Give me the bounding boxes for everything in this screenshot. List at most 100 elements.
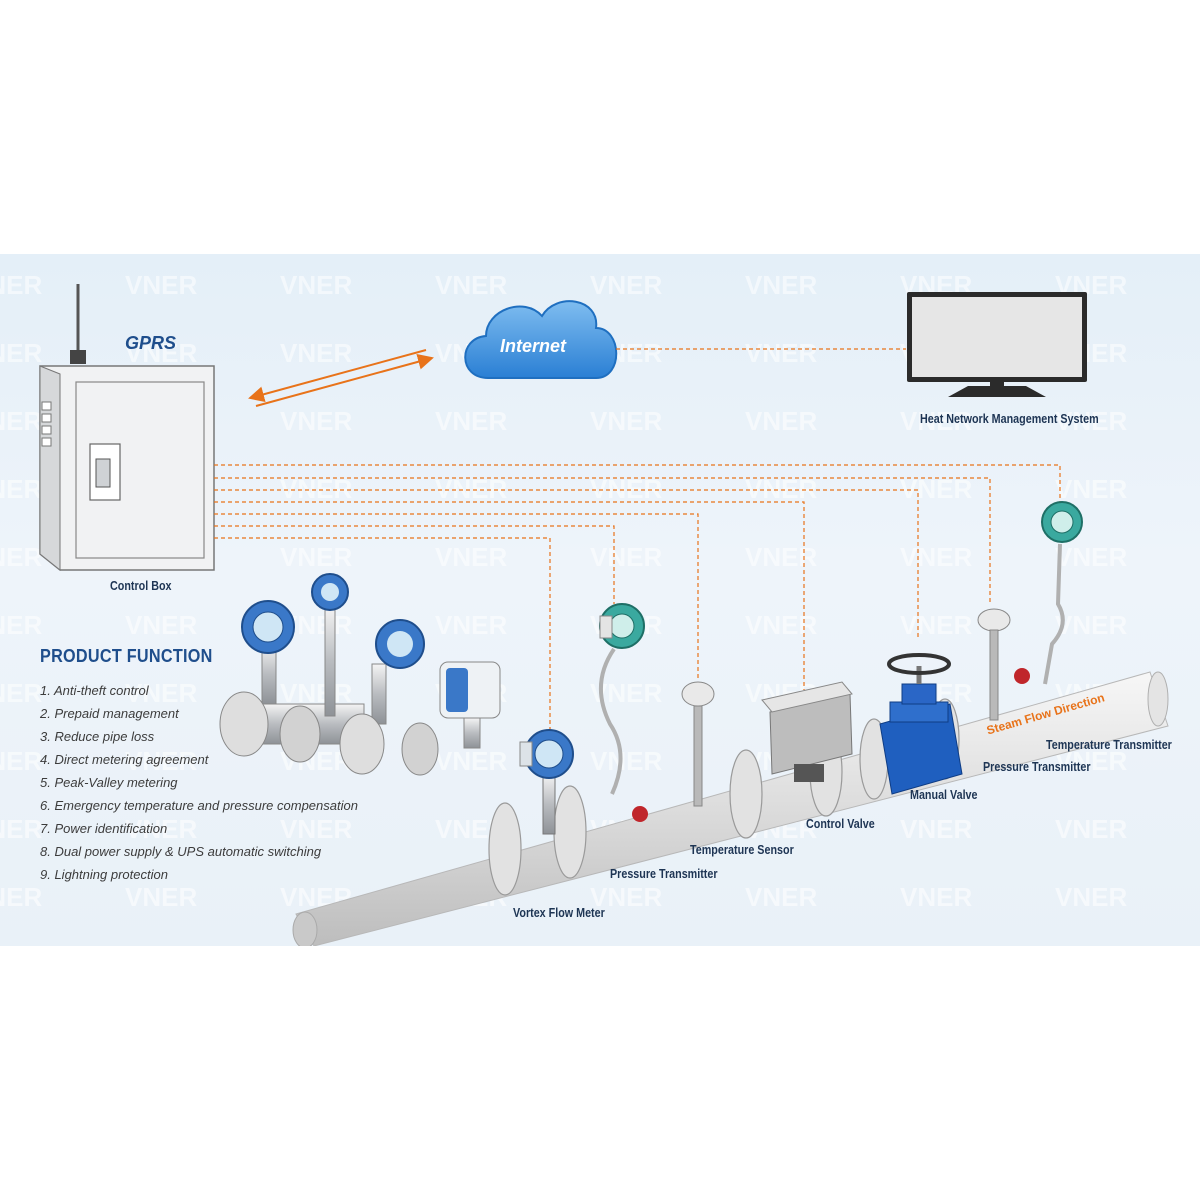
watermark-text: VNER — [900, 474, 972, 504]
manual-valve-label: Manual Valve — [910, 788, 978, 802]
watermark-text: VNER — [435, 270, 507, 300]
watermark-text: VNER — [0, 814, 42, 844]
monitor-icon — [907, 292, 1087, 397]
system-diagram: VNER VNER VNER VNER VNER VNER VNER VNER VNER VNER… — [0, 270, 1169, 946]
watermark-text: VNER — [1055, 474, 1127, 504]
watermark-text: VNER — [590, 882, 662, 912]
vortex-flow-meter-label: Vortex Flow Meter — [513, 906, 605, 920]
watermark-text: VNER — [0, 542, 42, 572]
watermark-text: VNER — [590, 270, 662, 300]
temperature-sensor-label: Temperature Sensor — [690, 843, 794, 857]
antenna-base — [70, 350, 86, 364]
control-box-label: Control Box — [110, 579, 172, 593]
list-item: 1. Anti-theft control — [40, 683, 149, 698]
heat-network-label: Heat Network Management System — [920, 412, 1099, 426]
internet-cloud — [464, 300, 618, 379]
watermark-text: VNER — [0, 270, 42, 300]
watermark-text: VNER — [1055, 542, 1127, 572]
watermark-text: VNER — [1055, 406, 1127, 436]
watermark-text: VNER — [0, 678, 42, 708]
watermark-text: VNER — [0, 338, 42, 368]
list-item: 3. Reduce pipe loss — [40, 729, 155, 744]
product-function-title: PRODUCT FUNCTION — [40, 646, 213, 666]
watermark-text: VNER — [125, 882, 197, 912]
pressure-transmitter-2-label: Pressure Transmitter — [983, 760, 1091, 774]
watermark-text: VNER — [900, 814, 972, 844]
temperature-transmitter — [1014, 501, 1083, 685]
watermark-text: VNER — [0, 406, 42, 436]
watermark-text: VNER — [125, 814, 197, 844]
vortex-flow-meter-on-pipe — [519, 729, 574, 835]
red-valve-handle-icon — [1014, 668, 1030, 684]
system-diagram-panel: VNER VNER VNER VNER VNER VNER VNER VNER VNER VNER… — [0, 254, 1200, 946]
watermark-text: VNER — [280, 814, 352, 844]
watermark-text: VNER — [745, 338, 817, 368]
red-valve-handle-icon — [632, 806, 648, 822]
watermark-layer: VNER VNER VNER VNER VNER VNER VNER VNER VNER VNER… — [0, 270, 1127, 912]
watermark-text: VNER — [125, 338, 197, 368]
watermark-text: VNER — [280, 474, 352, 504]
handwheel-icon — [887, 653, 951, 675]
pressure-transmitter-1-label: Pressure Transmitter — [610, 867, 718, 881]
product-function-list: 1. Anti-theft control 2. Prepaid managem… — [40, 679, 358, 886]
signal-lines — [214, 464, 1061, 734]
watermark-text: VNER — [1055, 814, 1127, 844]
watermark-text: VNER — [0, 882, 42, 912]
watermark-text: VNER — [125, 678, 197, 708]
pressure-transmitter-product-photo — [439, 661, 501, 749]
watermark-text: VNER — [435, 474, 507, 504]
watermark-text: VNER — [590, 406, 662, 436]
pipe-flanges — [488, 698, 960, 896]
watermark-text: VNER — [900, 882, 972, 912]
watermark-text: VNER — [745, 474, 817, 504]
list-item: 7. Power identification — [40, 821, 168, 836]
list-item: 8. Dual power supply & UPS automatic swi… — [40, 844, 322, 859]
watermark-text: VNER — [435, 610, 507, 640]
pressure-transmitter-2 — [977, 608, 1011, 721]
watermark-text: VNER — [125, 746, 197, 776]
gprs-link-arrows — [248, 349, 434, 407]
list-item: 2. Prepaid management — [40, 706, 179, 721]
watermark-text: VNER — [0, 610, 42, 640]
watermark-text: VNER — [280, 338, 352, 368]
list-item: 9. Lightning protection — [40, 867, 168, 882]
watermark-text: VNER — [0, 746, 42, 776]
watermark-text: VNER — [125, 610, 197, 640]
watermark-text: VNER — [435, 746, 507, 776]
manual-valve — [879, 653, 963, 795]
watermark-text: VNER — [745, 270, 817, 300]
list-item: 6. Emergency temperature and pressure co… — [40, 798, 358, 813]
watermark-text: VNER — [745, 882, 817, 912]
watermark-text: VNER — [280, 542, 352, 572]
watermark-text: VNER — [1055, 882, 1127, 912]
temperature-transmitter-label: Temperature Transmitter — [1046, 738, 1172, 752]
watermark-text: VNER — [900, 406, 972, 436]
internet-label: Internet — [500, 336, 567, 356]
watermark-text: VNER — [745, 406, 817, 436]
watermark-text: VNER — [280, 406, 352, 436]
watermark-text: VNER — [1055, 610, 1127, 640]
watermark-text: VNER — [745, 610, 817, 640]
watermark-text: VNER — [125, 270, 197, 300]
control-box — [39, 284, 215, 572]
watermark-text: VNER — [280, 270, 352, 300]
gprs-label: GPRS — [125, 333, 177, 353]
product-function-section: PRODUCT FUNCTION 1. Anti-theft control 2… — [40, 646, 358, 886]
watermark-text: VNER — [745, 542, 817, 572]
list-item: 4. Direct metering agreement — [40, 752, 209, 767]
watermark-text: VNER — [435, 542, 507, 572]
vortex-flow-meter-product-photo — [219, 573, 439, 776]
watermark-text: VNER — [435, 406, 507, 436]
watermark-text: VNER — [900, 610, 972, 640]
watermark-text: VNER — [0, 474, 42, 504]
watermark-text: VNER — [900, 542, 972, 572]
control-valve — [761, 681, 853, 782]
watermark-text: VNER — [590, 474, 662, 504]
watermark-text: VNER — [590, 542, 662, 572]
temperature-sensor — [681, 681, 715, 807]
watermark-text: VNER — [590, 746, 662, 776]
watermark-text: VNER — [280, 678, 352, 708]
pressure-transmitter-1 — [599, 603, 648, 822]
list-item: 5. Peak-Valley metering — [40, 775, 178, 790]
control-valve-label: Control Valve — [806, 817, 875, 831]
